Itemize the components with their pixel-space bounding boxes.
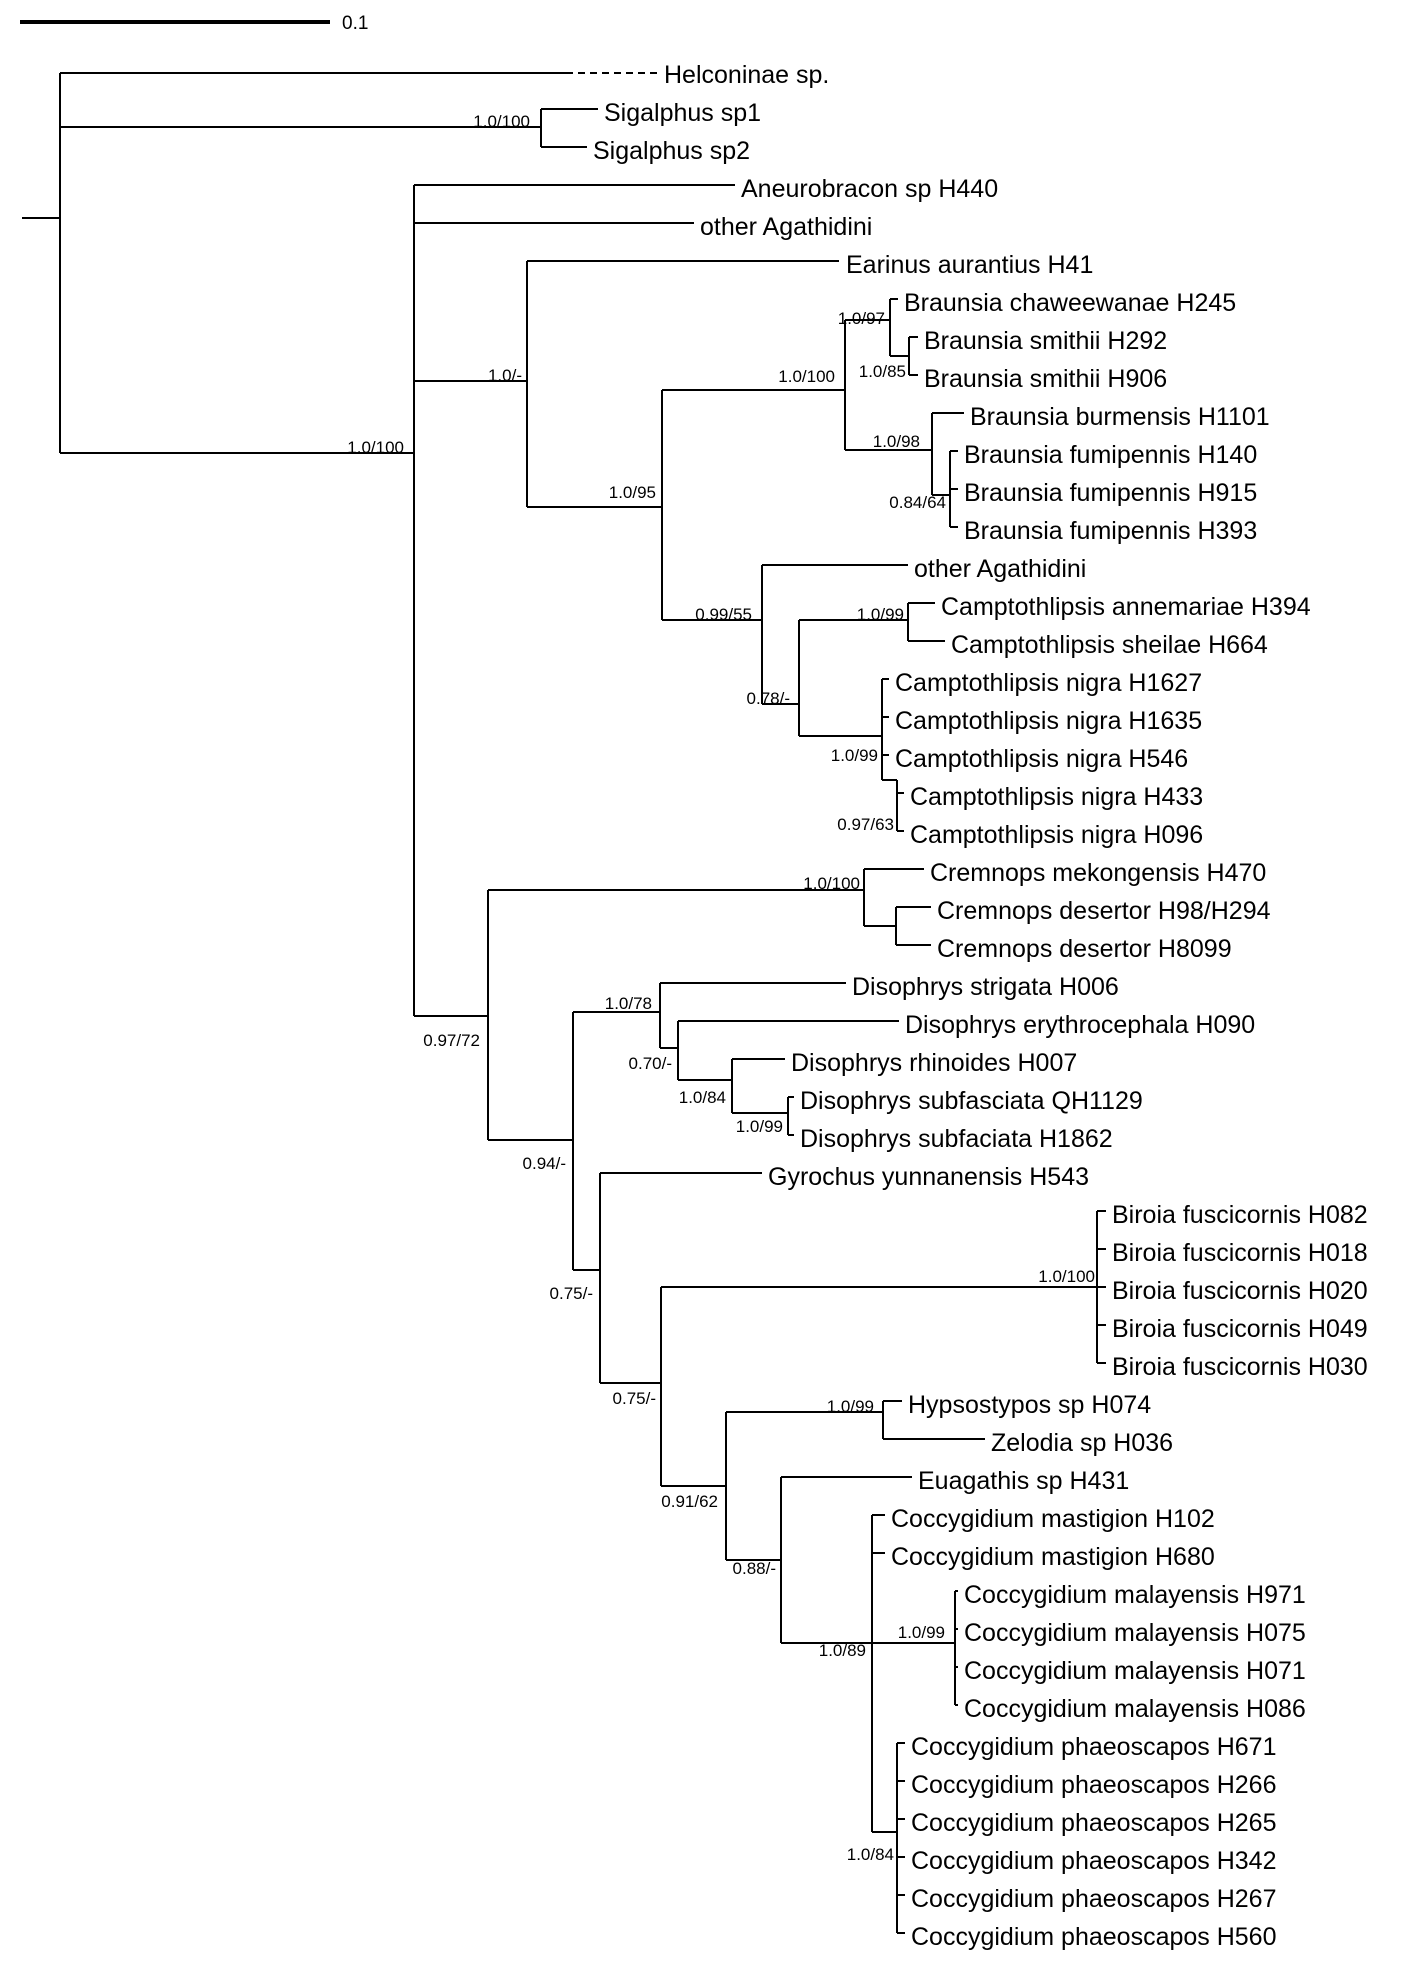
- taxon-label: Coccygidium phaeoscapos H265: [911, 1809, 1277, 1837]
- support-value: 1.0/84: [679, 1088, 726, 1107]
- taxon-label: Braunsia smithii H292: [924, 327, 1167, 355]
- taxon-label: Braunsia smithii H906: [924, 365, 1167, 393]
- taxon-label: Sigalphus sp2: [593, 137, 750, 165]
- taxon-label: Coccygidium malayensis H071: [964, 1657, 1306, 1685]
- support-value: 0.91/62: [661, 1492, 718, 1511]
- taxon-label: Braunsia fumipennis H915: [964, 479, 1257, 507]
- taxon-label: Biroia fuscicornis H020: [1112, 1277, 1368, 1305]
- taxon-label: other Agathidini: [700, 213, 872, 241]
- support-value: 0.75/-: [550, 1284, 593, 1303]
- taxon-label: Cremnops mekongensis H470: [930, 859, 1266, 887]
- support-value: 1.0/100: [347, 438, 404, 457]
- taxon-label: Coccygidium mastigion H680: [891, 1543, 1215, 1571]
- taxon-label: Coccygidium malayensis H971: [964, 1581, 1306, 1609]
- taxon-label: Euagathis sp H431: [918, 1467, 1129, 1495]
- taxon-label: Coccygidium malayensis H075: [964, 1619, 1306, 1647]
- support-value: 0.78/-: [747, 689, 790, 708]
- support-value: 1.0/100: [778, 367, 835, 386]
- support-value: 1.0/-: [488, 366, 522, 385]
- support-value: 1.0/85: [859, 362, 906, 381]
- support-value: 0.94/-: [523, 1154, 566, 1173]
- support-value: 0.99/55: [695, 605, 752, 624]
- support-value: 0.97/63: [837, 815, 894, 834]
- support-values: 1.0/100 1.0/100 1.0/- 1.0/95 1.0/100 1.0…: [347, 112, 1095, 1864]
- support-value: 0.70/-: [629, 1054, 672, 1073]
- taxon-label: Helconinae sp.: [664, 61, 829, 89]
- support-value: 1.0/84: [847, 1845, 894, 1864]
- taxon-label: Camptothlipsis nigra H433: [910, 783, 1203, 811]
- taxon-label: Gyrochus yunnanensis H543: [768, 1163, 1089, 1191]
- taxon-label: Braunsia fumipennis H140: [964, 441, 1257, 469]
- taxon-label: Biroia fuscicornis H030: [1112, 1353, 1368, 1381]
- taxon-label: Aneurobracon sp H440: [741, 175, 998, 203]
- support-value: 1.0/78: [605, 994, 652, 1013]
- support-value: 1.0/100: [803, 874, 860, 893]
- taxon-label: Biroia fuscicornis H049: [1112, 1315, 1368, 1343]
- taxon-label: Disophrys rhinoides H007: [791, 1049, 1077, 1077]
- taxon-label: Camptothlipsis nigra H1635: [895, 707, 1202, 735]
- support-value: 1.0/99: [857, 605, 904, 624]
- scale-bar-label: 0.1: [342, 13, 368, 34]
- support-value: 0.97/72: [423, 1031, 480, 1050]
- taxon-label: Braunsia chaweewanae H245: [904, 289, 1236, 317]
- support-value: 0.88/-: [733, 1559, 776, 1578]
- taxon-label: Cremnops desertor H98/H294: [937, 897, 1271, 925]
- taxon-label: other Agathidini: [914, 555, 1086, 583]
- support-value: 1.0/99: [736, 1117, 783, 1136]
- taxon-label: Earinus aurantius H41: [846, 251, 1093, 279]
- taxon-label: Disophrys subfasciata QH1129: [800, 1087, 1143, 1115]
- support-value: 1.0/98: [873, 432, 920, 451]
- taxon-label: Camptothlipsis sheilae H664: [951, 631, 1268, 659]
- taxon-label: Zelodia sp H036: [991, 1429, 1173, 1457]
- taxon-label: Camptothlipsis nigra H096: [910, 821, 1203, 849]
- taxon-label: Camptothlipsis nigra H546: [895, 745, 1188, 773]
- support-value: 1.0/100: [473, 112, 530, 131]
- support-value: 1.0/99: [827, 1397, 874, 1416]
- taxon-label: Braunsia burmensis H1101: [970, 403, 1270, 431]
- taxon-label: Disophrys subfaciata H1862: [800, 1125, 1113, 1153]
- taxon-label: Coccygidium mastigion H102: [891, 1505, 1215, 1533]
- taxon-label: Coccygidium phaeoscapos H671: [911, 1733, 1277, 1761]
- support-value: 0.75/-: [613, 1389, 656, 1408]
- taxon-label: Braunsia fumipennis H393: [964, 517, 1257, 545]
- taxon-label: Camptothlipsis annemariae H394: [941, 593, 1311, 621]
- taxon-label: Cremnops desertor H8099: [937, 935, 1232, 963]
- taxon-label: Coccygidium malayensis H086: [964, 1695, 1306, 1723]
- taxon-label: Coccygidium phaeoscapos H267: [911, 1885, 1277, 1913]
- taxon-label: Camptothlipsis nigra H1627: [895, 669, 1202, 697]
- taxon-label: Coccygidium phaeoscapos H560: [911, 1923, 1277, 1951]
- taxon-labels: Helconinae sp. Sigalphus sp1 Sigalphus s…: [593, 61, 1368, 1951]
- support-value: 1.0/99: [831, 746, 878, 765]
- taxon-label: Biroia fuscicornis H082: [1112, 1201, 1368, 1229]
- support-value: 1.0/89: [819, 1641, 866, 1660]
- taxon-label: Biroia fuscicornis H018: [1112, 1239, 1368, 1267]
- support-value: 1.0/97: [838, 309, 885, 328]
- support-value: 0.84/64: [889, 493, 946, 512]
- taxon-label: Sigalphus sp1: [604, 99, 761, 127]
- support-value: 1.0/99: [898, 1623, 945, 1642]
- taxon-label: Coccygidium phaeoscapos H342: [911, 1847, 1277, 1875]
- support-value: 1.0/95: [609, 483, 656, 502]
- support-value: 1.0/100: [1038, 1267, 1095, 1286]
- taxon-label: Disophrys erythrocephala H090: [905, 1011, 1255, 1039]
- tree-branches: [22, 72, 1106, 1934]
- taxon-label: Coccygidium phaeoscapos H266: [911, 1771, 1277, 1799]
- taxon-label: Hypsostypos sp H074: [908, 1391, 1151, 1419]
- taxon-label: Disophrys strigata H006: [852, 973, 1119, 1001]
